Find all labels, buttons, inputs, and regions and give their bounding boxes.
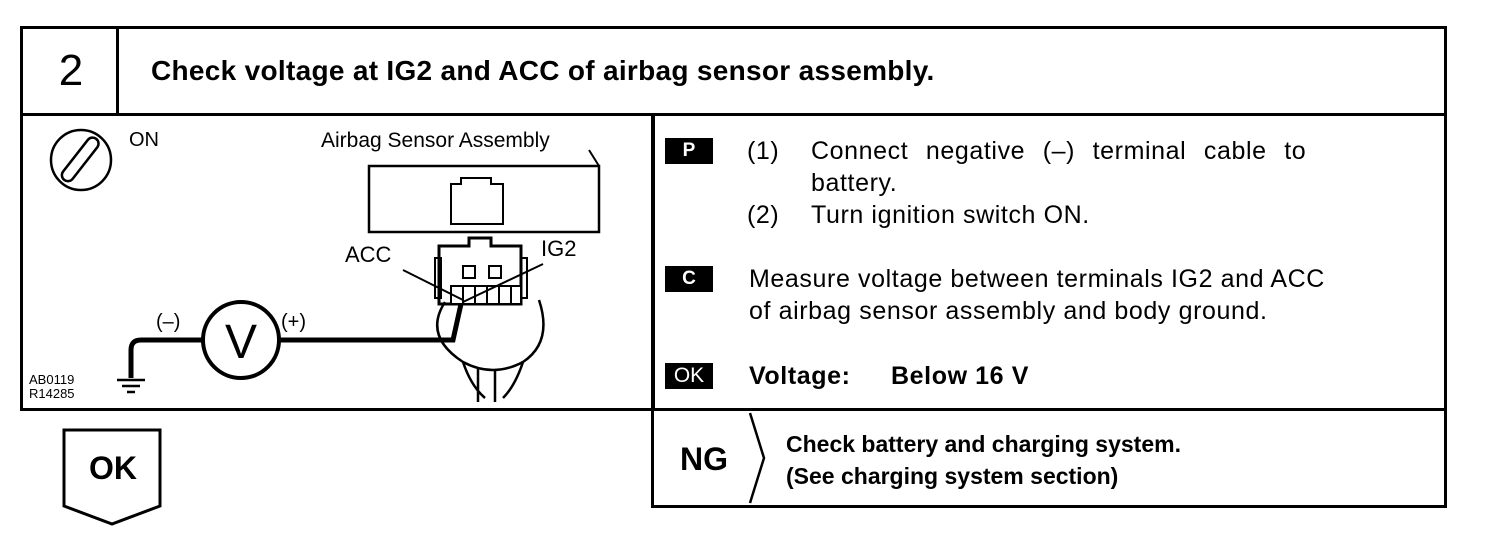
switch-on-label: ON — [129, 129, 159, 151]
meter-plus-label: (+) — [281, 311, 306, 333]
prep-step2-text: Turn ignition switch ON. — [811, 201, 1090, 229]
svg-text:V: V — [225, 316, 257, 369]
check-tag: C — [665, 266, 713, 292]
figure-code-1: AB0119 — [29, 372, 74, 387]
prep-step2-num: (2) — [747, 201, 780, 229]
ok-value: Below 16 V — [891, 362, 1029, 390]
ig2-terminal-label: IG2 — [541, 236, 576, 261]
ng-panel: NG Check battery and charging system. (S… — [651, 408, 1447, 508]
ok-label: Voltage: — [749, 362, 851, 390]
meter-minus-label: (–) — [156, 311, 180, 333]
prep-tag: P — [665, 138, 713, 164]
voltmeter-icon: V — [201, 300, 281, 380]
procedure-panel: P (1) Connect negative (–) terminal cabl… — [651, 113, 1447, 411]
ng-chevron-icon — [748, 412, 766, 504]
wiring-figure: ON Airbag Sensor Assembly ACC IG2 V — [20, 113, 655, 411]
wiring-diagram: ON Airbag Sensor Assembly ACC IG2 V — [29, 128, 601, 402]
ignition-switch-icon — [49, 128, 113, 192]
ok-flow-label: OK — [89, 450, 137, 486]
ng-line-2: (See charging system section) — [786, 463, 1119, 489]
ng-label: NG — [680, 441, 728, 477]
figure-code-2: R14285 — [29, 386, 75, 401]
prep-step1-text: Connect negative (–) terminal cable to — [811, 137, 1307, 165]
ground-icon — [117, 378, 145, 394]
prep-step1-text-cont: battery. — [811, 169, 898, 197]
sensor-assembly-box — [367, 164, 601, 234]
step-number: 2 — [58, 46, 84, 95]
assembly-label: Airbag Sensor Assembly — [321, 129, 550, 152]
check-text-line2: of airbag sensor assembly and body groun… — [749, 297, 1268, 325]
step-title-box: Check voltage at IG2 and ACC of airbag s… — [116, 26, 1447, 116]
acc-terminal-label: ACC — [345, 242, 392, 267]
connector-icon — [434, 236, 545, 402]
ok-flow-arrow — [62, 428, 162, 526]
step-title: Check voltage at IG2 and ACC of airbag s… — [151, 55, 935, 86]
ok-tag: OK — [665, 363, 713, 389]
check-text-line1: Measure voltage between terminals IG2 an… — [749, 265, 1325, 293]
prep-step1-num: (1) — [747, 137, 780, 165]
step-number-box: 2 — [20, 26, 119, 116]
ng-line-1: Check battery and charging system. — [786, 431, 1181, 457]
